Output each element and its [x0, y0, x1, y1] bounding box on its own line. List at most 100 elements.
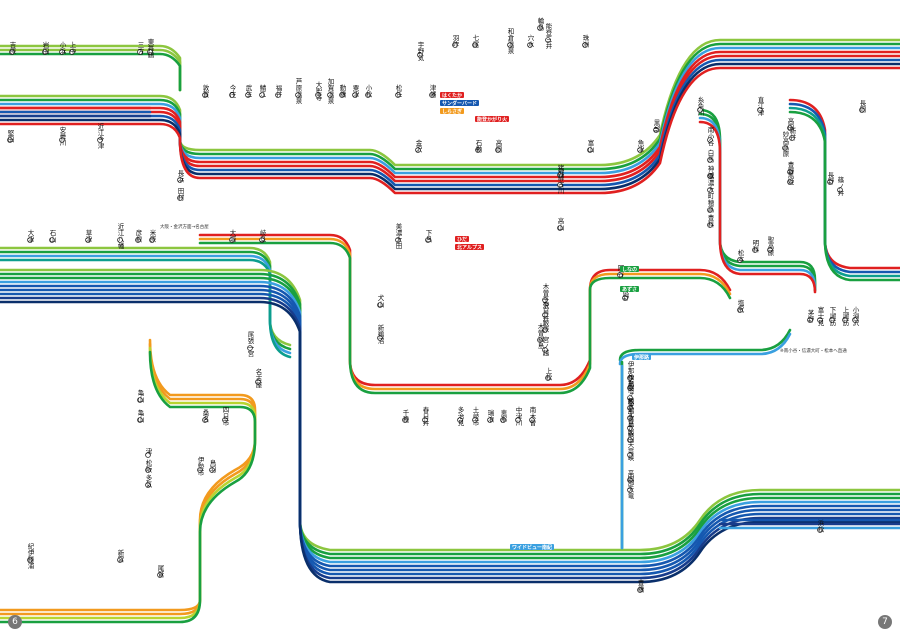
hida-chuo-line — [198, 237, 732, 391]
train-name-text: はくたか — [442, 92, 462, 99]
station-marker — [295, 92, 301, 98]
station-marker — [49, 237, 55, 243]
station-name: 名古屋 — [254, 367, 262, 389]
station-name: 南小谷 — [706, 125, 714, 147]
station-name: 篠ノ井 — [836, 175, 844, 197]
station-marker — [137, 417, 143, 423]
station-name: 近江八幡 — [116, 222, 124, 251]
station-marker — [859, 107, 865, 113]
station-name: 美濃太田 — [394, 222, 402, 251]
station-marker — [457, 417, 463, 423]
station-marker — [627, 452, 633, 458]
tokaido-main — [0, 276, 900, 560]
station-name: 黒部 — [652, 119, 660, 134]
station-name: 糸魚川 — [696, 95, 704, 116]
station-name: 七尾 — [471, 33, 479, 49]
page-number-right: 7 — [878, 615, 892, 629]
station-name: 尾張一宮 — [246, 331, 254, 359]
station-name: 高岡 — [494, 138, 502, 154]
station-marker — [229, 92, 235, 98]
station-marker — [85, 237, 91, 243]
station-name: 和倉温泉 — [506, 27, 514, 55]
station-name: 宮ノ越 — [541, 335, 549, 357]
page-number-left: 6 — [8, 615, 22, 629]
station-name: 直江津 — [756, 95, 764, 117]
train-name-badge: サンダーバード — [440, 100, 479, 107]
station-marker — [537, 25, 543, 31]
station-marker — [377, 335, 383, 341]
station-marker — [637, 587, 643, 593]
station-marker — [315, 92, 321, 98]
hokuriku-line — [0, 38, 900, 167]
station-name: 土岐市 — [471, 405, 479, 427]
station-marker — [557, 182, 563, 188]
label-layer: 吉原岩田上中小浜東舞鶴三方敦賀今庄武生鯖江福井芦原温泉大聖寺加賀温泉動橋粟津小松… — [6, 16, 866, 593]
station-name: 岐阜 — [258, 228, 266, 244]
station-name: 豊野 — [786, 160, 794, 175]
station-name: 藪原 — [541, 318, 549, 333]
station-name: 木曽福島 — [536, 322, 544, 351]
station-name: 安曇川 — [58, 125, 66, 146]
station-marker — [587, 147, 593, 153]
oito-line — [698, 108, 817, 292]
station-marker — [27, 557, 33, 563]
station-name: 犬山 — [376, 293, 384, 309]
station-name: 宇野気 — [416, 40, 424, 62]
station-name: 伊勢市 — [196, 455, 204, 477]
station-marker — [97, 137, 103, 143]
station-marker — [653, 127, 659, 133]
station-name: 大垣 — [228, 228, 236, 243]
train-name-badge: ワイドビュー南紀 — [510, 544, 554, 551]
station-marker — [752, 247, 758, 253]
station-marker — [617, 272, 623, 278]
station-name: 武生 — [244, 83, 252, 98]
station-marker — [415, 147, 421, 153]
kisei-line — [0, 342, 257, 616]
station-name: 新鵜沼 — [376, 323, 384, 345]
station-name: 豊科 — [706, 213, 714, 229]
line-layer — [0, 38, 900, 624]
station-name: 大聖寺 — [314, 80, 322, 101]
station-name: 富山 — [586, 138, 594, 154]
station-name: 飯田 — [626, 428, 634, 444]
station-name: 鳥羽 — [208, 458, 216, 473]
tokaido-main — [0, 268, 900, 552]
station-name: 瑞浪 — [486, 408, 494, 424]
station-marker — [472, 417, 478, 423]
station-name: 茅野 — [806, 308, 814, 323]
station-marker — [259, 92, 265, 98]
train-name-badge: ひだ — [455, 236, 469, 243]
oito-line — [698, 120, 817, 294]
station-name: 亀山 — [136, 408, 144, 424]
station-name: 敦賀 — [201, 83, 209, 99]
station-name: 上諏訪 — [841, 305, 849, 327]
station-name: 聖高原 — [766, 236, 774, 256]
hokuriku-line — [0, 62, 900, 191]
station-name: 大津 — [26, 228, 34, 244]
station-marker — [542, 347, 548, 353]
station-name: 中津川 — [514, 405, 522, 426]
station-name: 近江今津 — [96, 122, 104, 151]
station-name: 飛騨古川 — [556, 168, 564, 195]
station-name: 辰野 — [621, 287, 629, 301]
station-marker — [327, 92, 333, 98]
station-marker — [117, 237, 123, 243]
kisei-line — [0, 338, 257, 612]
station-name: 明科 — [751, 239, 759, 254]
hokuriku-line — [0, 58, 900, 187]
station-marker — [515, 417, 521, 423]
train-badge-layer: はくたかサンダーバードしらさぎひだしなのワイドビュー南紀能登かがり火あずさ北アル… — [440, 92, 651, 551]
station-marker — [475, 147, 481, 153]
station-name: 輪島 — [536, 16, 544, 32]
station-marker — [137, 49, 143, 55]
station-marker — [145, 482, 151, 488]
hokuriku-line — [0, 46, 900, 175]
station-marker — [817, 317, 823, 323]
station-marker — [222, 417, 228, 423]
station-marker — [27, 237, 33, 243]
tokaido-line — [0, 246, 292, 347]
station-name: 白馬 — [706, 148, 714, 164]
station-marker — [829, 317, 835, 323]
station-marker — [417, 52, 423, 58]
